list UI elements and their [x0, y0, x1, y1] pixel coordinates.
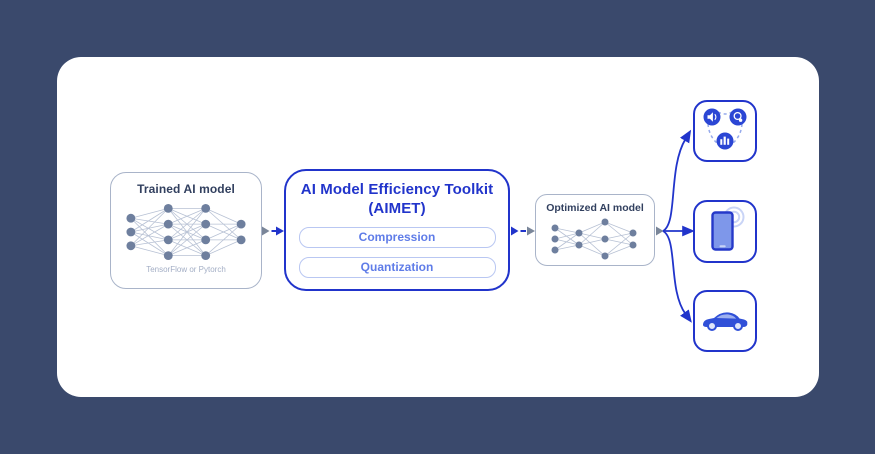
- neural-network-large: [126, 203, 246, 261]
- trained-model-box: Trained AI model Tensor: [110, 172, 262, 289]
- trained-model-title: Trained AI model: [137, 182, 235, 196]
- optimized-model-box: Optimized AI model: [535, 194, 655, 266]
- target-car-box: [693, 290, 757, 352]
- aimet-title-line2: (AIMET): [368, 199, 426, 217]
- quantization-pill: Quantization: [298, 256, 496, 278]
- aimet-title-line1: AI Model Efficiency Toolkit: [300, 181, 494, 198]
- content-card: Trained AI model Tensor: [57, 57, 819, 397]
- framework-caption: TensorFlow or Pytorch: [146, 265, 226, 274]
- iot-devices-icon: [703, 108, 747, 150]
- compression-pill: Compression: [298, 226, 496, 248]
- speaker-icon: [707, 112, 717, 122]
- aimet-title: AI Model Efficiency Toolkit (AIMET): [301, 181, 493, 219]
- smartphone-icon: [711, 206, 745, 251]
- car-icon: [703, 312, 748, 331]
- aimet-box: AI Model Efficiency Toolkit (AIMET) Comp…: [284, 169, 510, 291]
- city-skyline-icon: [720, 136, 730, 145]
- optimized-model-title: Optimized AI model: [546, 202, 644, 214]
- smart-bulb-icon: [733, 111, 743, 122]
- target-phone-box: [693, 200, 757, 263]
- neural-network-small: [551, 218, 637, 260]
- target-iot-box: [693, 100, 757, 162]
